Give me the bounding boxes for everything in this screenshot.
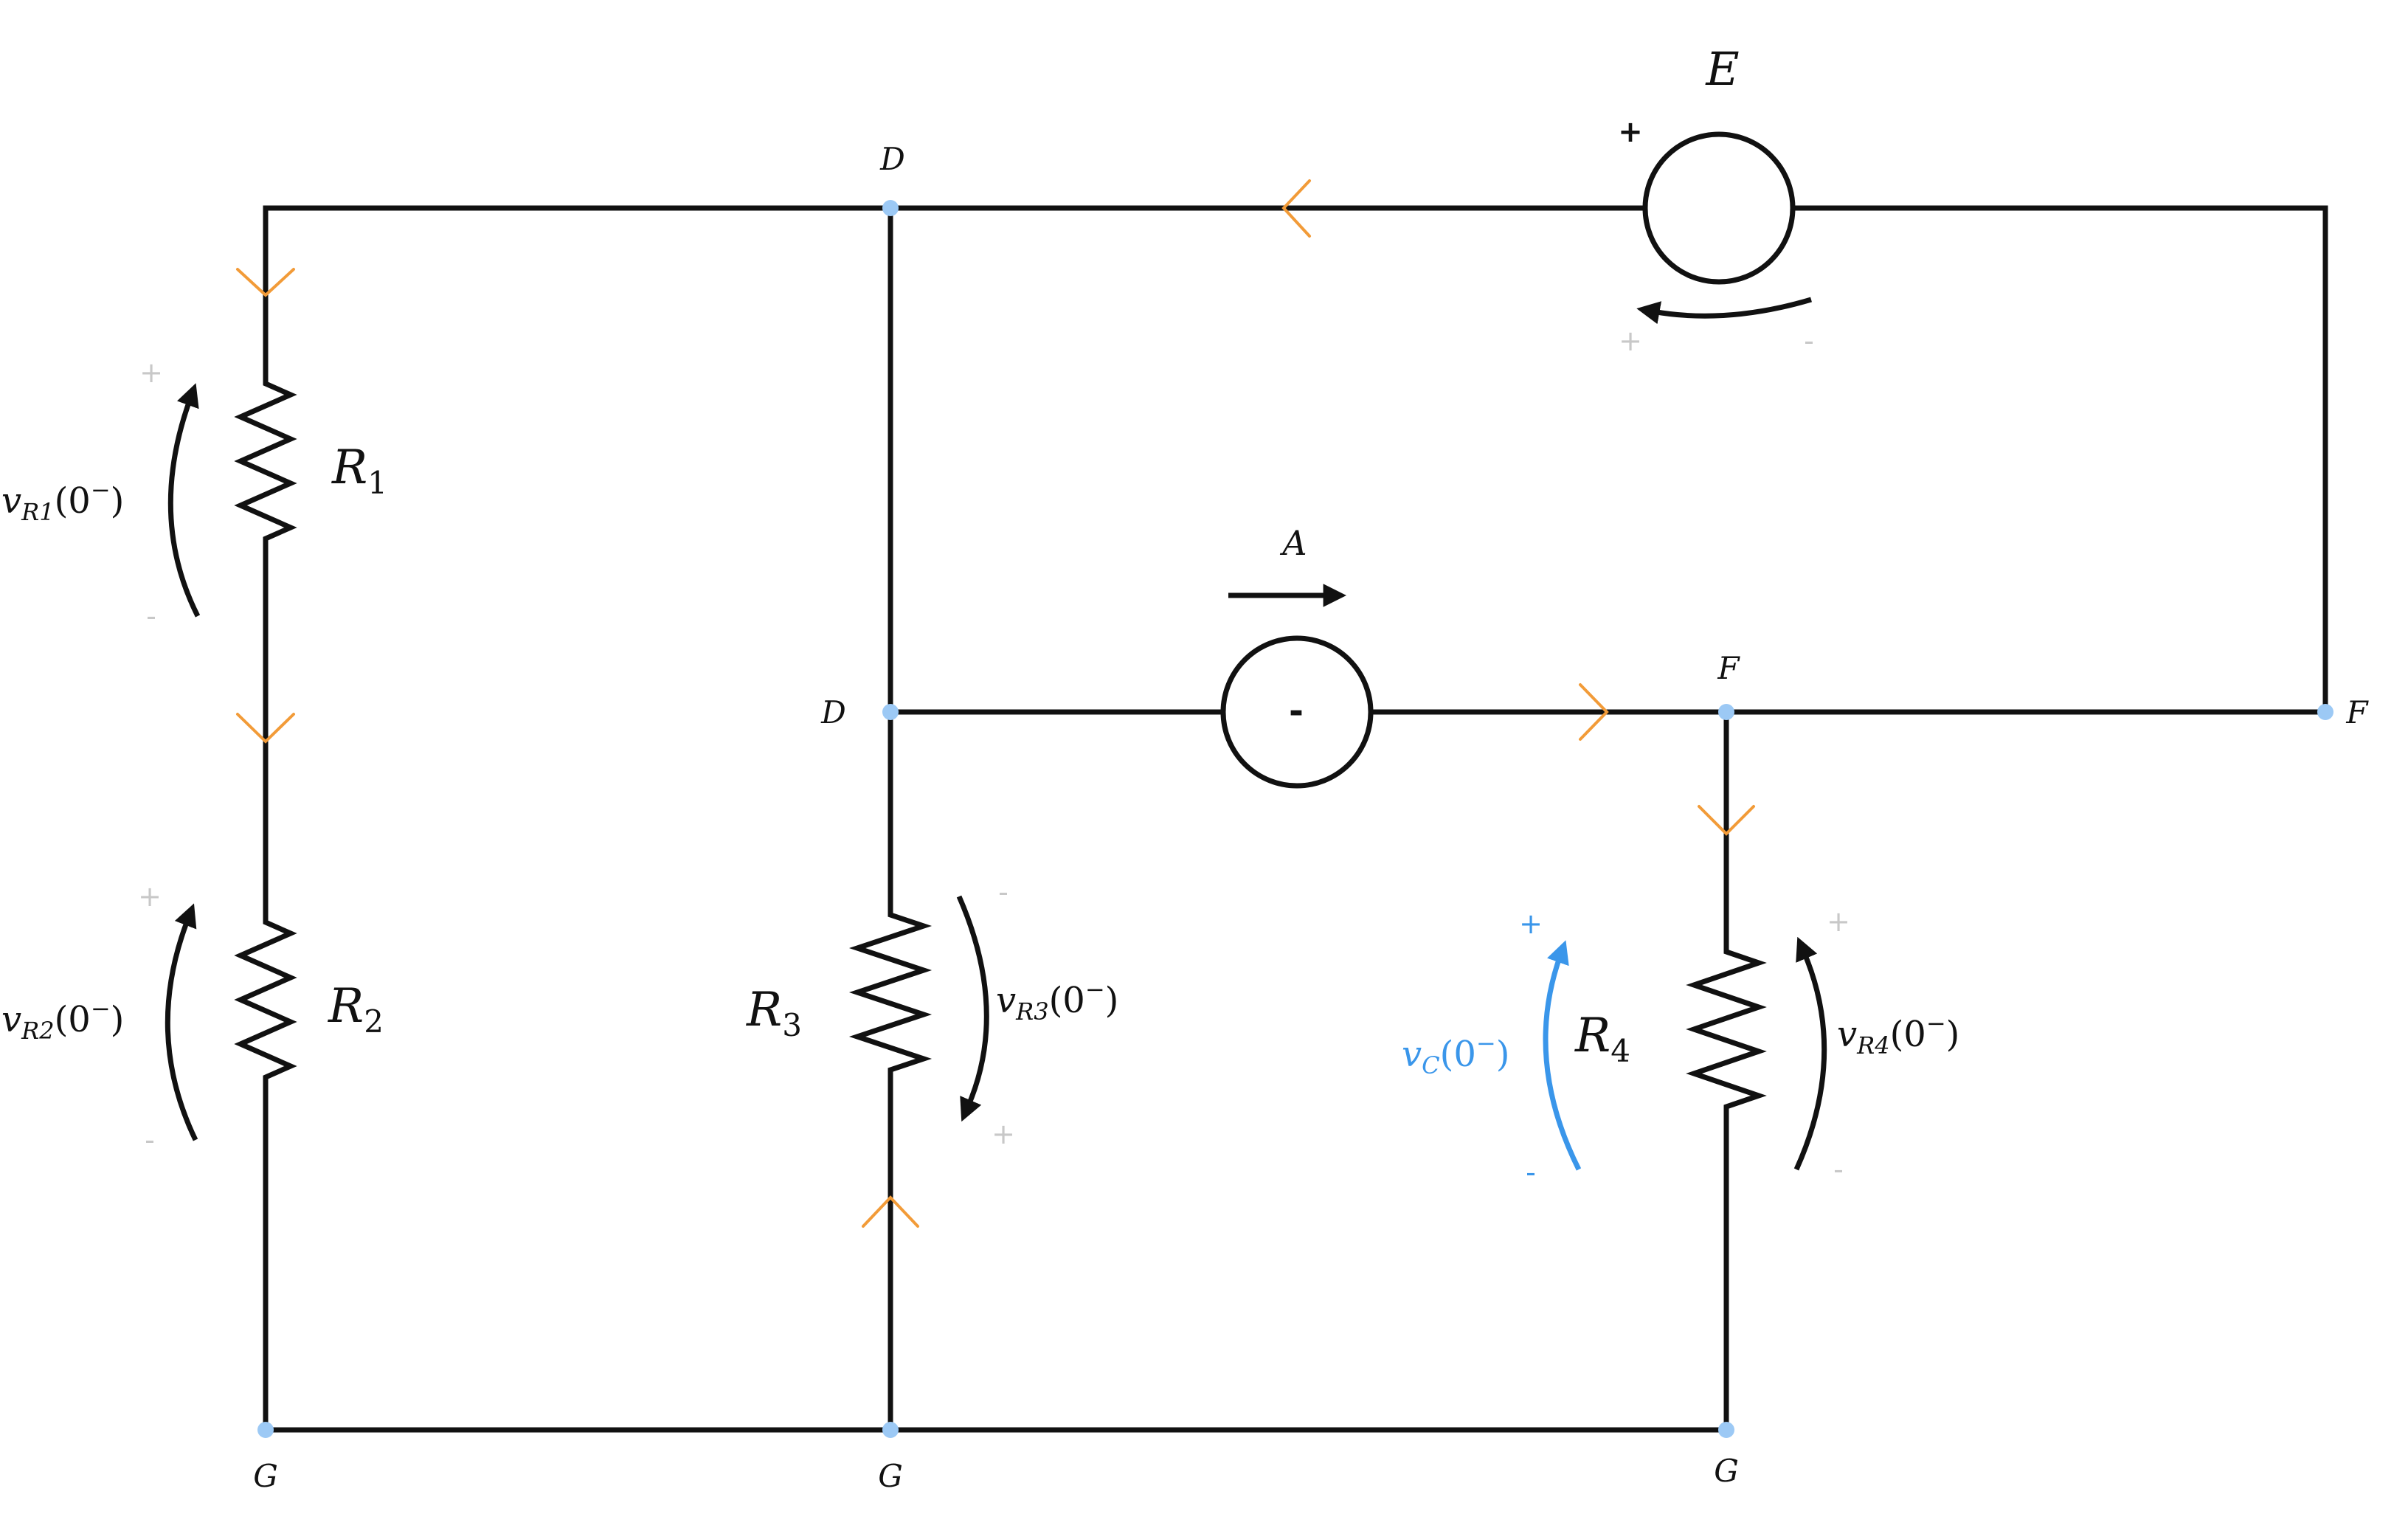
label-vr3: vR3(0−)	[996, 975, 1118, 1026]
wires	[263, 205, 2328, 1433]
node-d-top	[882, 200, 899, 216]
node-f-right	[2317, 704, 2333, 720]
vr2-minus: -	[145, 1124, 155, 1156]
resistor-r1	[234, 294, 297, 572]
node-label-d-mid: D	[820, 694, 846, 730]
voltage-source-plus: +	[1618, 115, 1643, 149]
label-r4: R4	[1574, 1009, 1630, 1069]
ve-plus: +	[1619, 325, 1642, 357]
current-chevron-to-f	[1579, 683, 1609, 741]
voltage-arrows	[165, 297, 1827, 1171]
component-labels: R1 R2 R3 R4	[328, 440, 1630, 1069]
node-label-g-left: G	[253, 1458, 278, 1494]
label-vr1: vR1(0−)	[1, 476, 124, 526]
voltage-arrow-vr3	[956, 895, 989, 1122]
node-d-mid	[882, 704, 899, 720]
current-source-circle	[1220, 635, 1374, 789]
vr3-plus: +	[992, 1118, 1015, 1150]
voltage-source-label: E	[1705, 42, 1739, 96]
polarity-signs: + - + - - + + - + - + -	[138, 325, 1850, 1189]
voltage-arrow-ve	[1636, 297, 1812, 325]
node-labels: D D F F G G G	[253, 141, 2369, 1494]
resistor-r3	[848, 911, 933, 1108]
current-source-a: - A	[1220, 523, 1374, 789]
current-chevron-r3-up	[862, 1195, 919, 1228]
current-source-center-mark: -	[1289, 691, 1304, 732]
voltage-labels: vR1(0−) vR2(0−) vR3(0−) vR4(0−) vC(0−)	[1, 476, 1959, 1079]
current-chevron-r4-top	[1698, 805, 1755, 836]
resistor-r2	[234, 919, 297, 1107]
wire-top-right	[1790, 205, 2328, 715]
vr1-plus: +	[139, 356, 163, 389]
node-f-mid	[1718, 704, 1734, 720]
node-label-d-top: D	[879, 141, 905, 177]
label-r1: R1	[331, 440, 387, 501]
node-label-g-right: G	[1714, 1453, 1739, 1489]
current-chevrons	[236, 179, 1755, 1228]
label-vc: vC(0−)	[1402, 1029, 1509, 1079]
voltage-arrow-vr2	[165, 903, 198, 1141]
label-vr4: vR4(0−)	[1837, 1009, 1959, 1060]
node-g-left	[257, 1422, 274, 1438]
node-label-g-mid: G	[878, 1458, 903, 1494]
node-g-right	[1718, 1422, 1734, 1438]
vr2-plus: +	[138, 880, 162, 913]
vc-plus: +	[1519, 908, 1543, 940]
node-label-f-right: F	[2345, 694, 2369, 730]
ve-minus: -	[1804, 325, 1814, 357]
nodes	[257, 200, 2333, 1438]
node-label-f-mid: F	[1717, 650, 1740, 686]
current-source-label: A	[1279, 523, 1307, 563]
wire-left-branch-top	[263, 205, 893, 297]
voltage-source-e: + E	[1618, 42, 1796, 285]
voltage-arrow-vc	[1543, 940, 1582, 1171]
current-chevron-top-left	[1281, 179, 1311, 238]
label-r3: R3	[746, 983, 802, 1043]
voltage-source-circle	[1642, 131, 1796, 285]
current-chevron-r1-top	[236, 268, 295, 297]
voltage-arrow-vr4	[1793, 936, 1827, 1171]
label-vr2: vR2(0−)	[1, 995, 124, 1045]
label-r2: R2	[328, 979, 384, 1040]
vr4-plus: +	[1827, 905, 1850, 938]
voltage-arrow-vr1	[167, 383, 201, 618]
vr3-minus: -	[998, 876, 1008, 908]
node-g-mid	[882, 1422, 899, 1438]
vc-minus: -	[1526, 1156, 1536, 1189]
current-chevron-r1-r2	[236, 713, 295, 744]
vr4-minus: -	[1833, 1153, 1844, 1186]
vr1-minus: -	[146, 600, 156, 632]
resistor-r4	[1686, 948, 1767, 1136]
